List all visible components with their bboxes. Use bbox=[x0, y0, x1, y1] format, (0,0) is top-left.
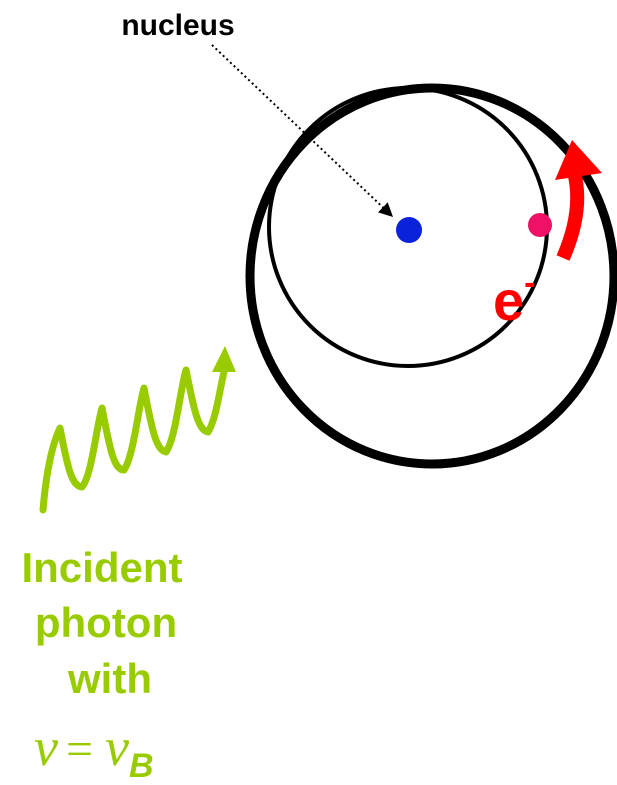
outer-orbit bbox=[250, 88, 614, 464]
photon-caption-line-1: Incident bbox=[21, 544, 182, 591]
photon-caption-line-3: with bbox=[67, 655, 152, 702]
electron-label: e- bbox=[493, 264, 535, 332]
nucleus-dot bbox=[396, 217, 422, 243]
photon-caption-line-2: photon bbox=[35, 599, 177, 646]
frequency-formula: ν=νB bbox=[34, 717, 154, 785]
nucleus-pointer-arrow bbox=[212, 45, 392, 216]
wavy-arrow-icon bbox=[43, 346, 236, 510]
nucleus-label: nucleus bbox=[121, 9, 234, 42]
electron-dot bbox=[528, 213, 552, 237]
